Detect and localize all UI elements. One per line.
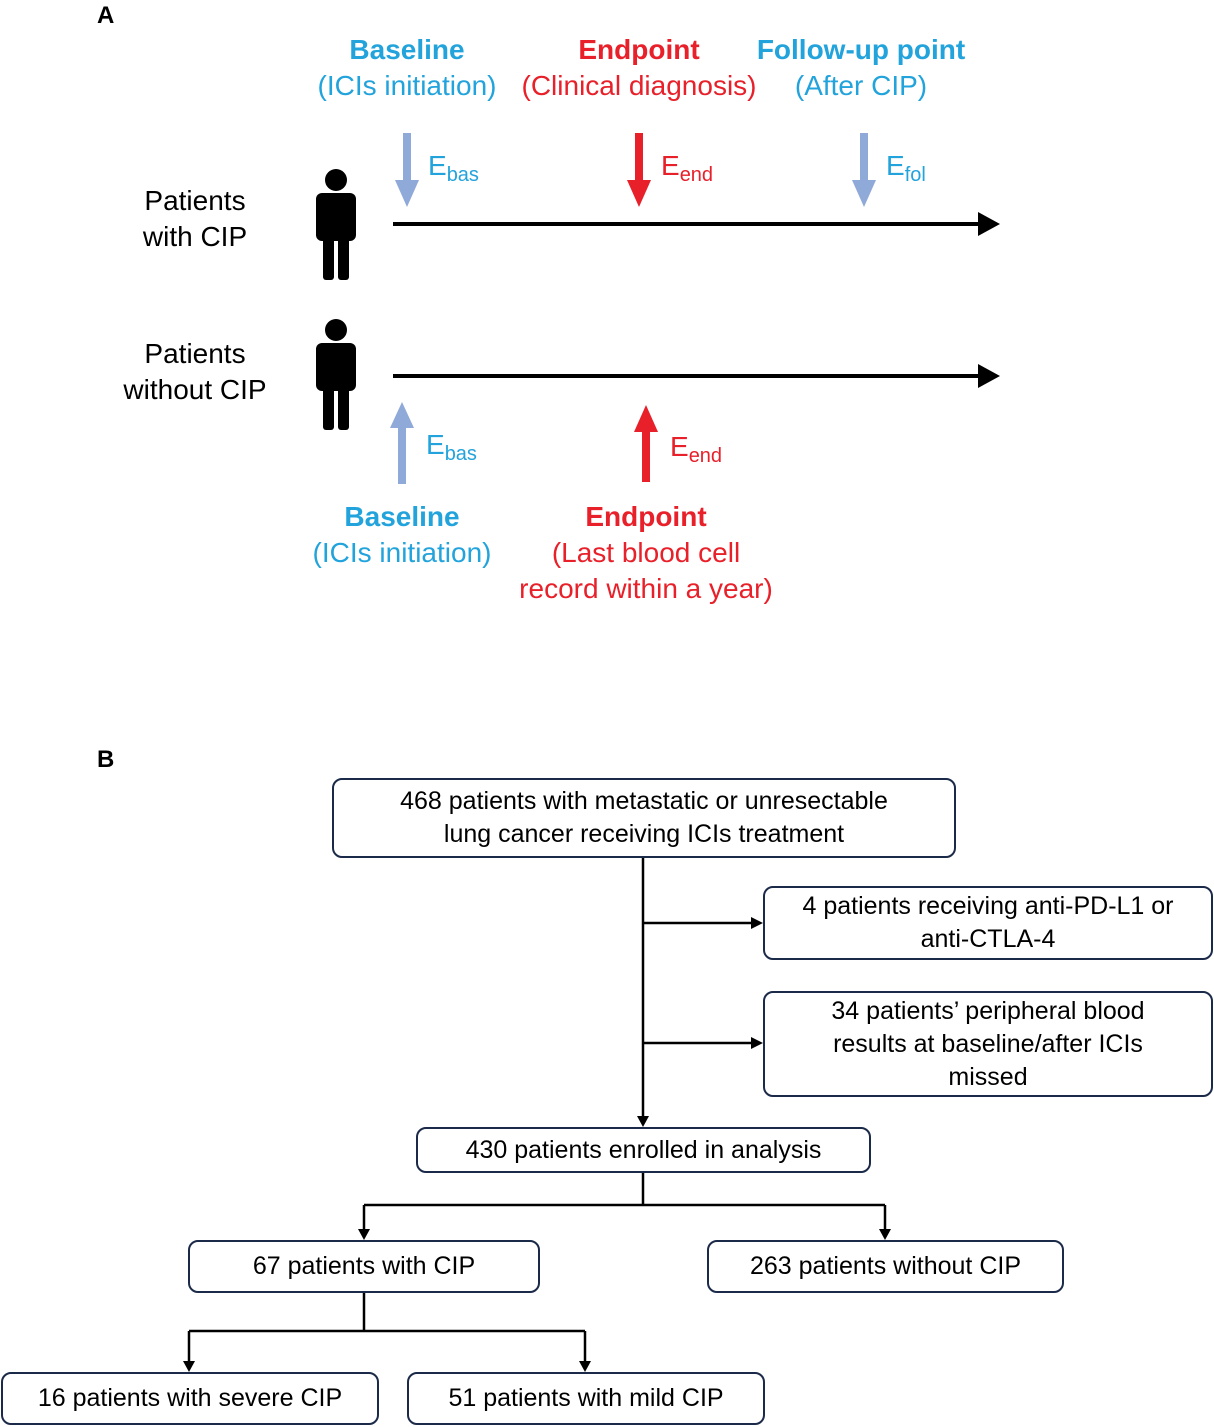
arrowhead-icon — [579, 1361, 591, 1372]
header-endpoint-title: Endpoint — [578, 34, 700, 65]
marker-letter: E — [670, 431, 689, 462]
box-enrolled-text: 430 patients enrolled in analysis — [465, 1135, 822, 1164]
row-label-without-cip: Patients without CIP — [123, 336, 266, 408]
arrow-up-baseline-icon — [390, 402, 414, 484]
marker-label-top-end: Eend — [661, 150, 713, 187]
box-exclusion-missing-blood-line2: results at baseline/after ICIs — [833, 1029, 1143, 1058]
arrow-down-follow-up-icon — [852, 133, 876, 207]
row-label-with-cip: Patients with CIP — [143, 183, 247, 255]
box-mild-cip: 51 patients with mild CIP — [407, 1372, 765, 1425]
row-label-without-cip-line1: Patients — [144, 338, 246, 369]
person-icon — [316, 319, 356, 430]
arrowhead-icon — [751, 917, 763, 929]
box-with-cip: 67 patients with CIP — [188, 1240, 540, 1293]
box-initial-cohort-line2: lung cancer receiving ICIs treatment — [443, 820, 845, 848]
marker-letter: E — [426, 429, 445, 460]
box-without-cip: 263 patients without CIP — [707, 1240, 1064, 1293]
box-without-cip-text: 263 patients without CIP — [750, 1252, 1021, 1280]
header-follow-up: Follow-up point (After CIP) — [757, 32, 965, 104]
marker-sub: fol — [904, 164, 926, 186]
person-icon — [316, 169, 356, 280]
row-label-without-cip-line2: without CIP — [123, 374, 267, 405]
marker-sub: bas — [444, 443, 477, 465]
footer-endpoint-title: Endpoint — [585, 501, 707, 532]
box-mild-cip-text: 51 patients with mild CIP — [448, 1384, 724, 1412]
header-baseline-subtitle: (ICIs initiation) — [317, 70, 497, 101]
marker-letter: E — [661, 150, 680, 181]
header-endpoint: Endpoint (Clinical diagnosis) — [522, 32, 757, 104]
marker-letter: E — [428, 150, 447, 181]
marker-sub: end — [688, 445, 723, 467]
box-with-cip-text: 67 patients with CIP — [252, 1252, 476, 1280]
marker-label-top-bas: Ebas — [428, 150, 479, 187]
footer-endpoint: Endpoint (Last blood cell record within … — [519, 499, 773, 607]
header-baseline: Baseline (ICIs initiation) — [318, 32, 497, 104]
footer-baseline-subtitle: (ICIs initiation) — [312, 537, 492, 568]
arrow-up-endpoint-icon — [634, 405, 658, 482]
panel-a-letter: A — [97, 2, 115, 29]
marker-letter: E — [886, 150, 905, 181]
arrowhead-icon — [751, 1037, 763, 1049]
arrowhead-icon — [358, 1229, 370, 1240]
arrow-down-baseline-icon — [395, 133, 419, 207]
box-severe-cip: 16 patients with severe CIP — [1, 1372, 379, 1425]
marker-label-bottom-end: Eend — [670, 431, 722, 468]
marker-label-top-fol: Efol — [886, 150, 926, 187]
row-label-with-cip-line1: Patients — [144, 185, 246, 216]
marker-label-bottom-bas: Ebas — [426, 429, 477, 466]
panel-a-graphics — [316, 133, 1000, 484]
arrowhead-icon — [183, 1361, 195, 1372]
box-initial-cohort: 468 patients with metastatic or unresect… — [332, 778, 956, 858]
arrowhead-icon — [879, 1229, 891, 1240]
box-exclusion-anti-pd-l1-line1: 4 patients receiving anti-PD-L1 or — [802, 892, 1174, 920]
marker-sub: end — [679, 164, 714, 186]
box-exclusion-anti-pd-l1-line2: anti-CTLA-4 — [920, 925, 1056, 953]
footer-baseline: Baseline (ICIs initiation) — [313, 499, 492, 571]
box-enrolled: 430 patients enrolled in analysis — [416, 1127, 871, 1173]
box-severe-cip-text: 16 patients with severe CIP — [37, 1384, 343, 1412]
box-exclusion-missing-blood: 34 patients’ peripheral blood results at… — [763, 991, 1213, 1097]
footer-baseline-title: Baseline — [344, 501, 460, 532]
box-exclusion-missing-blood-line3: missed — [948, 1062, 1028, 1091]
header-follow-up-subtitle: (After CIP) — [794, 70, 928, 101]
timeline-without-cip — [393, 364, 1000, 388]
row-label-with-cip-line2: with CIP — [142, 221, 248, 252]
footer-endpoint-line1: (Last blood cell — [551, 537, 741, 568]
box-exclusion-missing-blood-line1: 34 patients’ peripheral blood — [831, 996, 1145, 1025]
timeline-with-cip — [393, 212, 1000, 236]
footer-endpoint-line2: record within a year) — [519, 573, 773, 604]
box-exclusion-anti-pd-l1: 4 patients receiving anti-PD-L1 or anti-… — [763, 886, 1213, 960]
box-initial-cohort-line1: 468 patients with metastatic or unresect… — [400, 787, 888, 815]
header-baseline-title: Baseline — [349, 34, 465, 65]
marker-sub: bas — [446, 164, 479, 186]
arrow-down-endpoint-icon — [627, 133, 651, 207]
header-endpoint-subtitle: (Clinical diagnosis) — [521, 70, 757, 101]
header-follow-up-title: Follow-up point — [756, 34, 966, 65]
arrowhead-icon — [637, 1116, 649, 1127]
panel-b-letter: B — [97, 746, 115, 773]
